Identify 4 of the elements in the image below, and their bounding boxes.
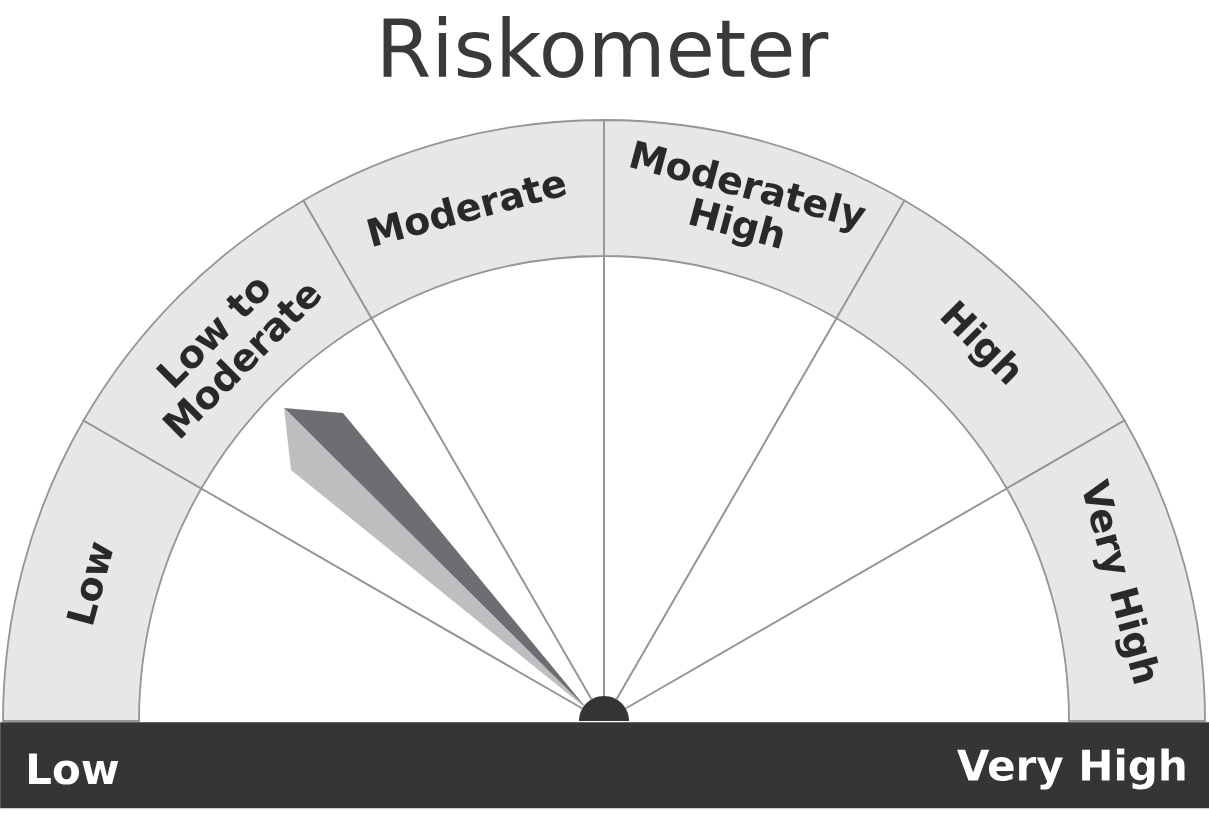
title: Riskometer: [383, 16, 829, 78]
scale-label: Very High: [957, 748, 1185, 790]
gauge-segment: Very High: [1005, 419, 1206, 722]
scale-label: Low: [29, 753, 119, 785]
